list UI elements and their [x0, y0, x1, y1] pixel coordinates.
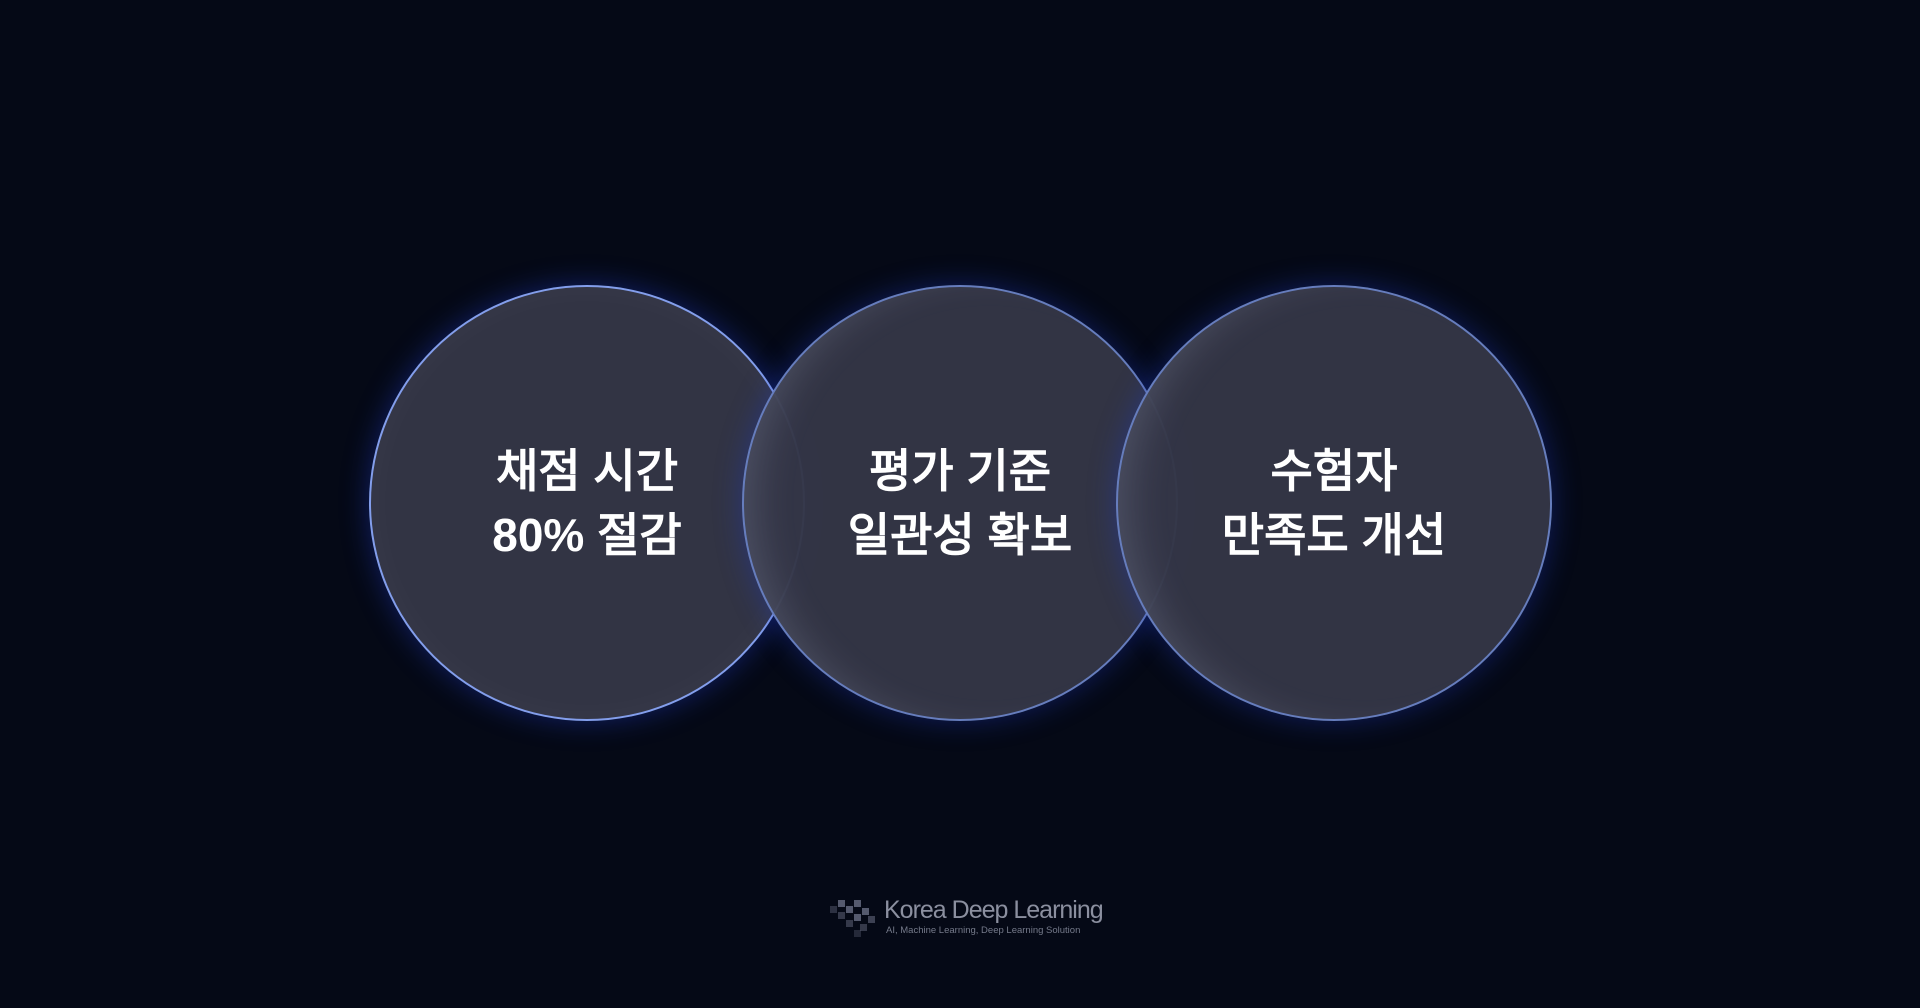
logo-tagline: AI, Machine Learning, Deep Learning Solu…	[886, 925, 1081, 936]
company-logo: Korea Deep Learning AI, Machine Learning…	[828, 896, 1104, 938]
circle-text-line2: 일관성 확보	[847, 509, 1073, 561]
circle-text-line1: 채점 시간	[495, 445, 679, 497]
benefit-circle-grading-time: 채점 시간 80% 절감	[369, 285, 805, 721]
circle-text-line1: 평가 기준	[868, 445, 1052, 497]
circle-text-line2: 만족도 개선	[1221, 509, 1447, 561]
logo-name: Korea Deep Learning	[884, 896, 1104, 924]
circle-text-line2: 80% 절감	[492, 509, 682, 561]
circle-text-line1: 수험자	[1270, 445, 1398, 497]
logo-pixel-icon	[828, 896, 878, 938]
benefit-circle-consistency: 평가 기준 일관성 확보	[742, 285, 1178, 721]
benefit-circle-satisfaction: 수험자 만족도 개선	[1116, 285, 1552, 721]
